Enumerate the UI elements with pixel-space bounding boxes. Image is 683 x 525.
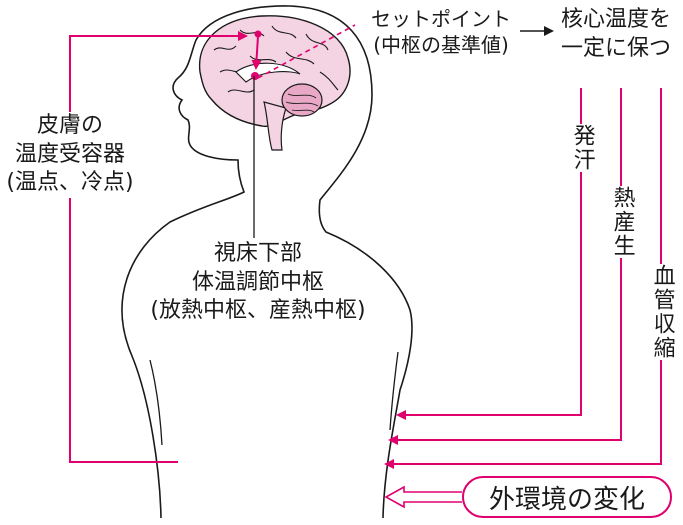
external-change-arrow [384, 485, 462, 509]
set-point-subtitle: (中枢の基準値) [373, 33, 509, 57]
vasoconstriction-label: 血管収縮 [647, 264, 676, 360]
core-temp-line2: 一定に保つ [560, 35, 671, 61]
body-outline [121, 5, 413, 519]
afferent-path [69, 31, 248, 463]
brain-gyri [213, 25, 339, 93]
set-point-dashed-line [257, 24, 356, 79]
core-temperature-label: 核心温度を 一定に保つ [552, 6, 680, 63]
hypothalamus-line3: (放熱中枢、産熱中枢) [150, 298, 366, 324]
brain-vertical-arrow [251, 35, 262, 70]
shoulder-right [389, 351, 399, 431]
hypothalamus-line1: 視床下部 [213, 241, 302, 266]
hypothalamus-label: 視床下部 体温調節中枢 (放熱中枢、産熱中枢) [128, 240, 388, 326]
skin-receptor-line3: (温点、冷点) [6, 170, 134, 196]
hypothalamus-dot [251, 72, 259, 80]
brainstem [263, 101, 287, 151]
sweating-line [396, 88, 582, 420]
cerebellum [281, 83, 323, 117]
shoulder-left [149, 359, 163, 446]
sweating-label: 発汗 [567, 124, 596, 172]
skin-receptor-line1: 皮膚の [36, 113, 103, 138]
core-temp-line1: 核心温度を [560, 7, 671, 32]
heat-production-label: 熱産生 [607, 186, 636, 258]
brain-top-dot [254, 30, 262, 38]
vasoconstriction-line [384, 88, 662, 469]
external-change-text: 外環境の変化 [488, 484, 645, 515]
set-point-label: セットポイント (中枢の基準値) [355, 6, 527, 58]
skin-receptor-line2: 温度受容器 [14, 141, 125, 167]
set-point-title: セットポイント [371, 7, 511, 31]
skin-receptor-label: 皮膚の 温度受容器 (温点、冷点) [2, 112, 138, 198]
external-change-bubble: 外環境の変化 [462, 476, 672, 518]
hypothalamus-line2: 体温調節中枢 [191, 269, 324, 295]
